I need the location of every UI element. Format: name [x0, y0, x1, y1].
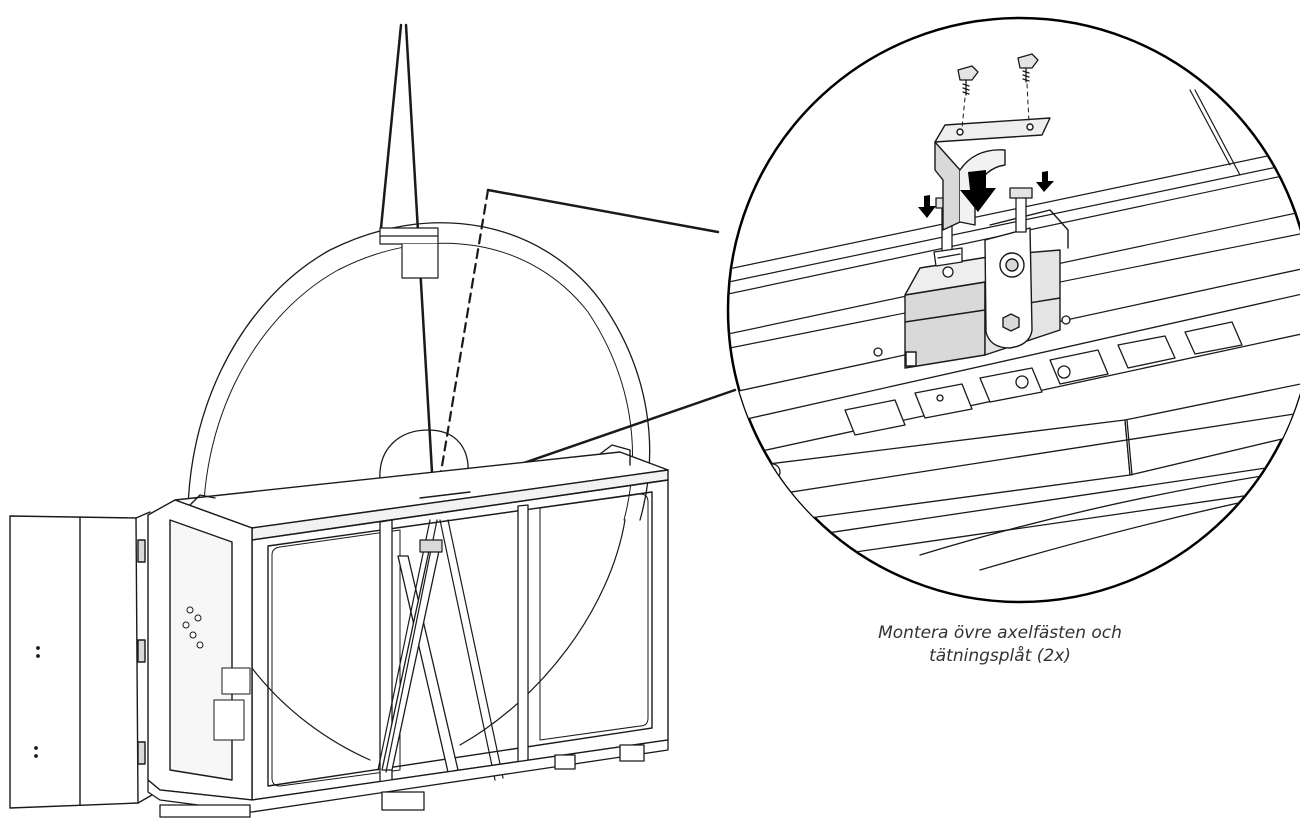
base-frame	[147, 739, 669, 818]
screw-icon-2	[1017, 53, 1039, 123]
caption-line-2: tätningsplåt (2x)	[929, 646, 1071, 666]
detail-openings	[763, 315, 1243, 481]
open-door	[9, 511, 153, 809]
caption-line-1: Montera övre axelfästen och	[878, 623, 1122, 643]
top-bracket	[379, 227, 439, 279]
diagonal-braces	[377, 519, 504, 781]
casing-posts	[379, 504, 529, 793]
casing-top	[174, 444, 669, 541]
down-arrow-icon	[918, 170, 1054, 218]
rotor-wheel-outer	[187, 222, 651, 561]
caption: Montera övre axelfästen och tätningsplåt…	[830, 622, 1170, 668]
detail-rails	[728, 89, 1300, 351]
hub-highlight-circle	[379, 429, 469, 481]
unit-overview	[9, 23, 737, 818]
detail-leader-top	[486, 188, 720, 234]
screw-icon	[957, 65, 979, 129]
control-panel	[182, 606, 251, 741]
casing-left-panel	[147, 499, 253, 801]
detail-view	[726, 16, 1300, 604]
bracket-plate	[984, 209, 1069, 349]
dashed-pointer	[438, 188, 490, 480]
rotor-wheel-inner	[202, 242, 633, 561]
